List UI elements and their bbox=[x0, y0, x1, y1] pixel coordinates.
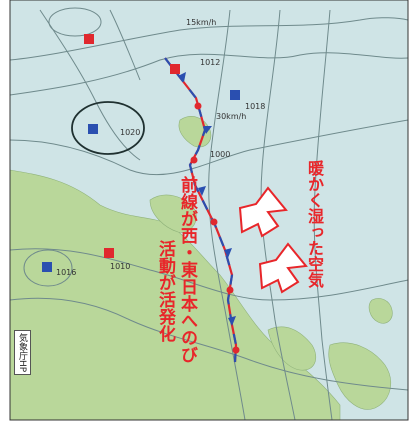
land-korea bbox=[149, 194, 197, 233]
land-kyushu bbox=[328, 342, 392, 410]
low-marker-north bbox=[84, 34, 94, 44]
pressure-markers bbox=[42, 34, 240, 272]
pressure-label-front-mid: 1000 bbox=[210, 150, 231, 159]
stationary-front bbox=[164, 57, 240, 363]
high-marker-west bbox=[42, 262, 52, 272]
warm-air-arrows bbox=[238, 186, 308, 294]
map-frame bbox=[9, 0, 409, 421]
pressure-label-high: 1020 bbox=[120, 128, 141, 137]
pressure-label-east: 1018 bbox=[245, 102, 266, 111]
pressure-label-west: 1016 bbox=[56, 268, 77, 277]
pressure-label-front: 1012 bbox=[200, 58, 221, 67]
high-marker-east bbox=[230, 90, 240, 100]
isobar-high-ring bbox=[71, 101, 145, 155]
isobar-low-ring bbox=[23, 249, 73, 287]
speed-label-1: 15km/h bbox=[186, 18, 217, 27]
low-marker-front bbox=[170, 64, 180, 74]
front-annotation-line1: 前線が西・東日本へのび bbox=[177, 176, 197, 363]
speed-label-2: 30km/h bbox=[216, 112, 247, 121]
isobar-top-ring bbox=[48, 7, 102, 37]
source-label: 気象庁HP bbox=[14, 330, 31, 376]
front-annotation-line2: 活動が活発化 bbox=[155, 240, 175, 342]
low-marker-west bbox=[104, 248, 114, 258]
pressure-label-low: 1010 bbox=[110, 262, 131, 271]
warm-air-annotation: 暖かく湿った空気 bbox=[305, 160, 324, 288]
land-islands-south bbox=[368, 298, 393, 324]
land-shikoku bbox=[267, 326, 316, 371]
high-marker-center bbox=[88, 124, 98, 134]
